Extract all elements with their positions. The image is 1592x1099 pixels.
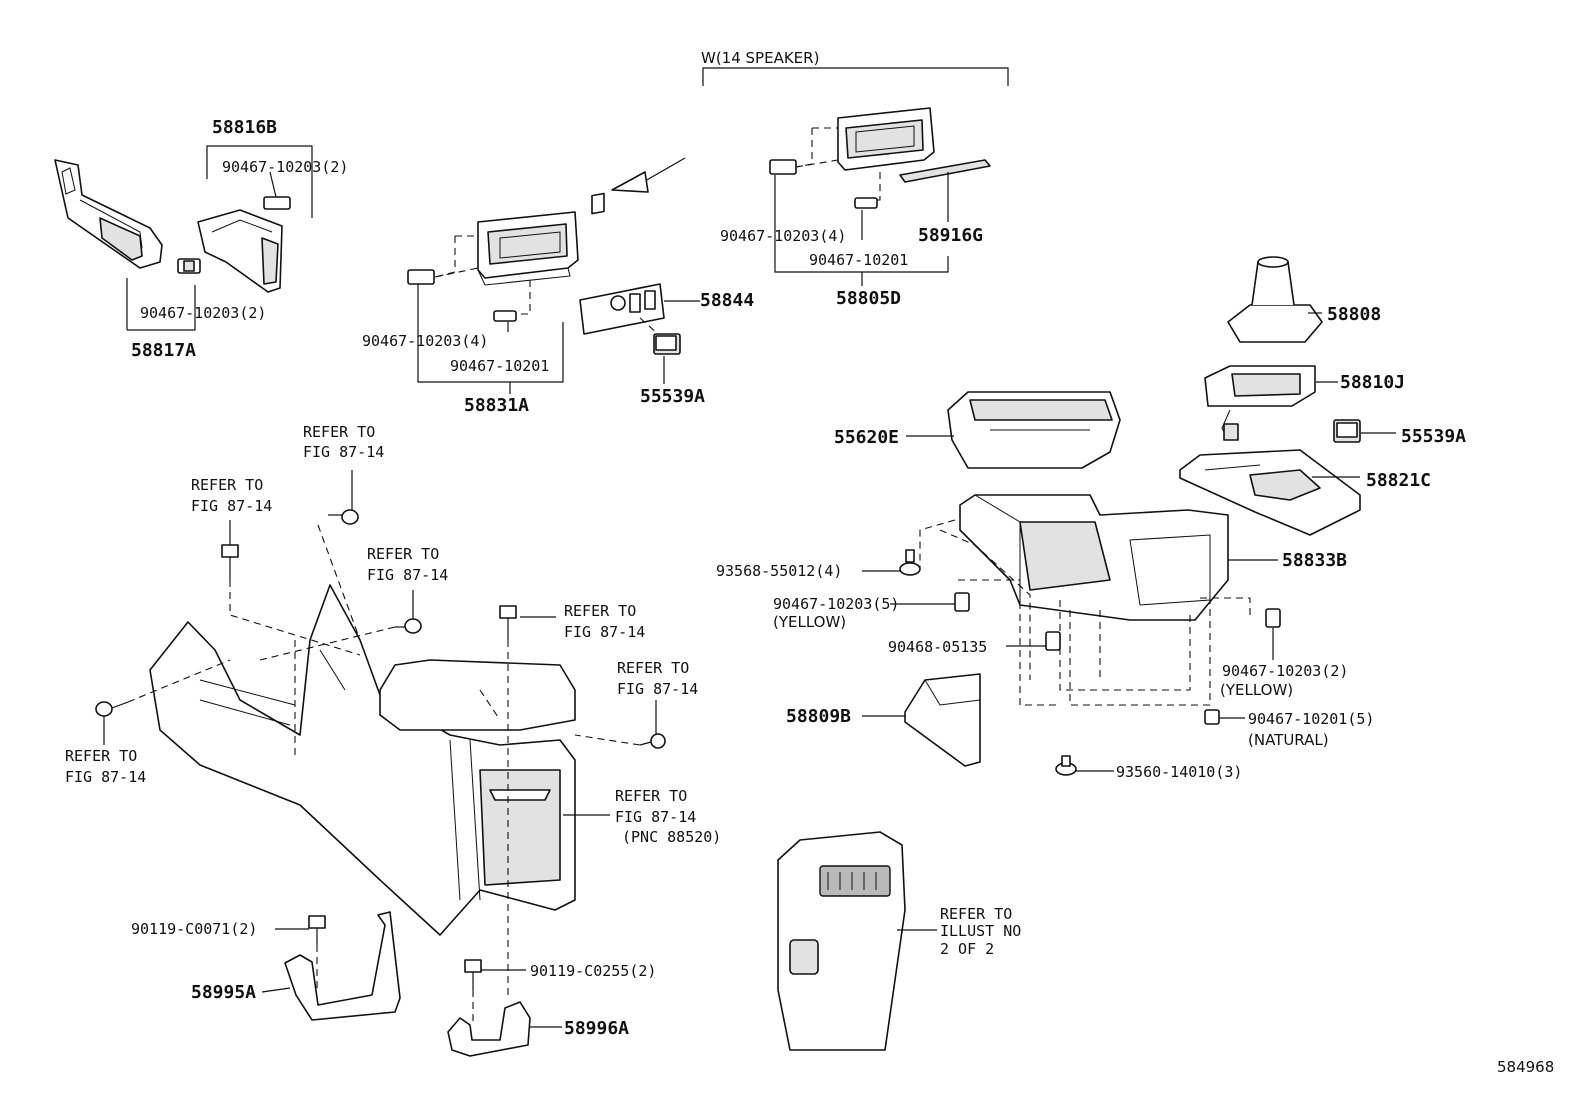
part-58805d-bezel bbox=[837, 107, 935, 171]
clip-58805d-left bbox=[769, 159, 797, 175]
label-58817a-clip: 90467-10203(2) bbox=[140, 304, 266, 322]
screw-93560 bbox=[1055, 755, 1077, 776]
part-58833b-console-box bbox=[959, 494, 1229, 621]
bolt-refer-1 bbox=[328, 509, 359, 525]
label-58916g: 58916G bbox=[918, 225, 983, 246]
refer-g-1: REFER TO bbox=[615, 787, 687, 805]
part-58808-shift-boot bbox=[1227, 256, 1323, 343]
label-58808: 58808 bbox=[1327, 304, 1381, 325]
part-55620e-cup-holder bbox=[947, 391, 1121, 469]
bolt-90119-c0071 bbox=[308, 915, 326, 945]
clip-90467-left bbox=[177, 258, 201, 274]
label-refer-illust-2: ILLUST NO bbox=[940, 922, 1021, 940]
label-90119-c0071: 90119-C0071(2) bbox=[131, 920, 257, 938]
label-90467-yellow5-color: (YELLOW) bbox=[773, 613, 846, 631]
clip-90467-yellow-5 bbox=[954, 592, 970, 612]
clip-58805d-center bbox=[854, 197, 878, 209]
clip-90467-natural bbox=[1204, 709, 1220, 725]
part-58831a-bezel bbox=[477, 211, 579, 286]
label-90467-yellow5: 90467-10203(5) bbox=[773, 595, 899, 613]
bolt-refer-6 bbox=[639, 733, 666, 749]
clip-90468 bbox=[1045, 631, 1061, 651]
refer-c-1: REFER TO bbox=[367, 545, 439, 563]
refer-a-2: FIG 87-14 bbox=[303, 443, 384, 461]
bolt-90119-c0255 bbox=[464, 959, 482, 990]
label-90467-yellow2-color: (YELLOW) bbox=[1220, 681, 1293, 699]
part-58821c-upper-panel bbox=[1179, 449, 1361, 536]
screw-93568 bbox=[899, 549, 921, 576]
label-refer-illust-3: 2 OF 2 bbox=[940, 940, 994, 958]
label-90468: 90468-05135 bbox=[888, 638, 987, 656]
label-58805d: 58805D bbox=[836, 288, 901, 309]
label-93568: 93568-55012(4) bbox=[716, 562, 842, 580]
bolt-refer-2 bbox=[221, 544, 239, 580]
label-58809b: 58809B bbox=[786, 706, 851, 727]
label-58844: 58844 bbox=[700, 290, 754, 311]
label-58821c: 58821C bbox=[1366, 470, 1431, 491]
part-55539a-switch-2 bbox=[1333, 419, 1361, 443]
clip-90467-58816b bbox=[263, 196, 291, 210]
refer-g-3: (PNC 88520) bbox=[622, 828, 721, 846]
label-58810j: 58810J bbox=[1340, 372, 1405, 393]
label-90467-natural-color: (NATURAL) bbox=[1248, 731, 1329, 749]
label-90467-natural: 90467-10201(5) bbox=[1248, 710, 1374, 728]
refer-b-2: FIG 87-14 bbox=[191, 497, 272, 515]
refer-e-2: FIG 87-14 bbox=[617, 680, 698, 698]
label-58831a-clip: 90467-10201 bbox=[450, 357, 549, 375]
part-58844-switch-panel bbox=[579, 192, 665, 335]
part-58809b-side-cover bbox=[904, 673, 981, 767]
refer-c-2: FIG 87-14 bbox=[367, 566, 448, 584]
refer-a-1: REFER TO bbox=[303, 423, 375, 441]
refer-d-1: REFER TO bbox=[564, 602, 636, 620]
footer-code: 584968 bbox=[1497, 1058, 1554, 1076]
label-58817a: 58817A bbox=[131, 340, 196, 361]
variant-header: W(14 SPEAKER) bbox=[701, 49, 819, 67]
refer-d-2: FIG 87-14 bbox=[564, 623, 645, 641]
refer-f-2: FIG 87-14 bbox=[65, 768, 146, 786]
refer-f-1: REFER TO bbox=[65, 747, 137, 765]
bolt-refer-5 bbox=[95, 701, 129, 717]
label-58996a: 58996A bbox=[564, 1018, 629, 1039]
label-90467-yellow2: 90467-10203(2) bbox=[1222, 662, 1348, 680]
label-58831a-clip4: 90467-10203(4) bbox=[362, 332, 488, 350]
label-55539a-1: 55539A bbox=[640, 386, 705, 407]
refer-b-1: REFER TO bbox=[191, 476, 263, 494]
clip-58831a-center bbox=[493, 310, 517, 322]
label-58831a: 58831A bbox=[464, 395, 529, 416]
part-58810j-shift-bezel bbox=[1204, 365, 1316, 441]
part-58816b-panel bbox=[197, 209, 283, 293]
bolt-refer-3 bbox=[395, 618, 422, 634]
label-90119-c0255: 90119-C0255(2) bbox=[530, 962, 656, 980]
part-rear-console-panel bbox=[777, 831, 906, 1051]
label-93560: 93560-14010(3) bbox=[1116, 763, 1242, 781]
refer-g-2: FIG 87-14 bbox=[615, 808, 696, 826]
part-58995a-bracket bbox=[284, 911, 401, 1021]
part-58996a-bracket bbox=[447, 1001, 531, 1057]
refer-e-1: REFER TO bbox=[617, 659, 689, 677]
part-58916g-speaker-grille bbox=[899, 159, 991, 183]
label-55620e: 55620E bbox=[834, 427, 899, 448]
label-58995a: 58995A bbox=[191, 982, 256, 1003]
label-58805d-clip4: 90467-10203(4) bbox=[720, 227, 846, 245]
label-58833b: 58833B bbox=[1282, 550, 1347, 571]
bolt-refer-4 bbox=[499, 605, 517, 640]
label-58805d-clip: 90467-10201 bbox=[809, 251, 908, 269]
clip-90467-yellow-2 bbox=[1265, 608, 1281, 628]
label-55539a-2: 55539A bbox=[1401, 426, 1466, 447]
label-58816b-clip: 90467-10203(2) bbox=[222, 158, 348, 176]
part-55539a-switch-1 bbox=[653, 333, 681, 355]
part-58817a-panel bbox=[54, 159, 163, 269]
part-center-console-main bbox=[149, 584, 576, 936]
label-58816b: 58816B bbox=[212, 117, 277, 138]
clip-58831a-left bbox=[407, 269, 435, 285]
label-refer-illust-1: REFER TO bbox=[940, 905, 1012, 923]
